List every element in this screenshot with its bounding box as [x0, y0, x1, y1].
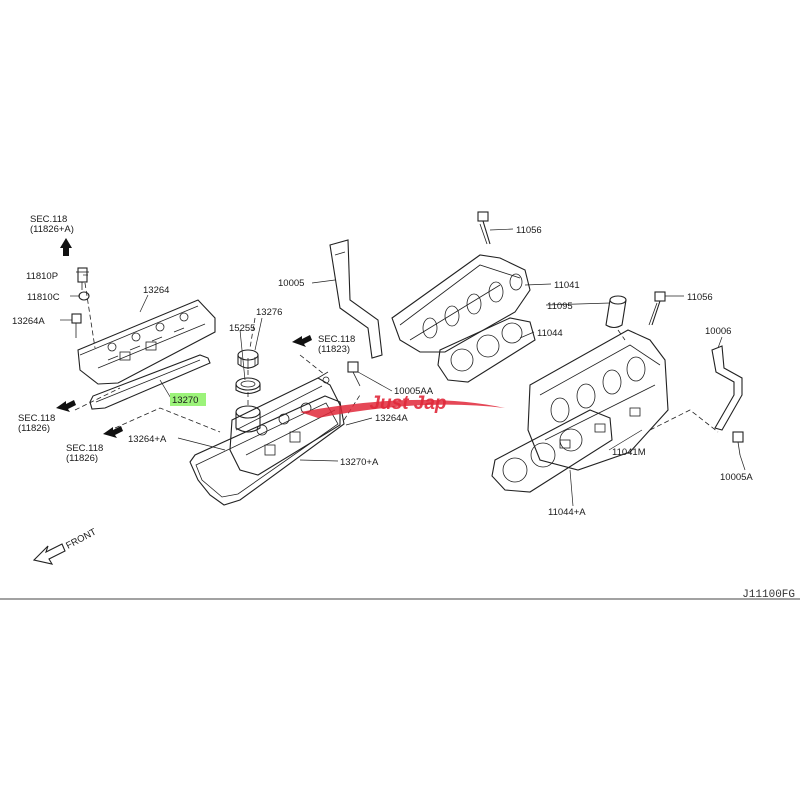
sec-arrow-left-1 — [56, 400, 76, 412]
label-10005A: 10005A — [720, 472, 753, 483]
front-label: FRONT — [64, 526, 98, 551]
leader-lines — [60, 228, 746, 507]
label-13270: 13270 — [172, 395, 198, 406]
label-10006: 10006 — [705, 326, 731, 337]
rocker-gasket-left — [89, 354, 211, 410]
bracket-10006 — [711, 345, 743, 431]
sec-top-line2: (11826+A) — [30, 224, 74, 235]
rocker-cover-middle — [229, 371, 341, 476]
plug-11095 — [605, 295, 627, 329]
filler-gasket-15255 — [235, 377, 261, 395]
label-11810C: 11810C — [27, 292, 60, 303]
watermark-text: Just Jap — [369, 393, 446, 414]
label-13270pA: 13270+A — [340, 457, 379, 468]
bolt-10005A — [732, 431, 744, 456]
sec-mid-line2: (11823) — [318, 344, 350, 355]
rocker-cover-left — [77, 299, 216, 385]
label-13264A-mid: 13264A — [375, 413, 408, 424]
label-15255: 15255 — [229, 323, 255, 334]
cylinder-head-11041M — [527, 329, 669, 471]
cylinder-head-11041 — [391, 254, 531, 353]
label-13264pA: 13264+A — [128, 434, 167, 445]
oil-filler-cap-13276 — [237, 349, 259, 369]
bolt-13264A-left — [71, 313, 82, 338]
label-11810P: 11810P — [26, 271, 58, 282]
label-13276: 13276 — [256, 307, 282, 318]
watermark-logo: Just Jap — [300, 393, 505, 418]
seal-11810C — [78, 291, 90, 301]
label-11056-top: 11056 — [516, 225, 542, 236]
label-11056-right: 11056 — [687, 292, 713, 303]
sec-arrow-mid — [292, 335, 312, 347]
label-11041M: 11041M — [612, 447, 646, 458]
front-arrow-icon — [32, 543, 66, 565]
rocker-gasket-middle — [189, 395, 345, 506]
head-gasket-11044pA — [491, 409, 613, 493]
label-11095: 11095 — [547, 301, 573, 312]
sec-left-1-line1: SEC.118 — [18, 413, 55, 424]
head-gasket-11044 — [437, 317, 536, 383]
label-10005AA: 10005AA — [394, 386, 434, 397]
sec-top-line1: SEC.118 — [30, 214, 67, 225]
label-13264A-left: 13264A — [12, 316, 45, 327]
sec-left-2-line1: SEC.118 — [66, 443, 103, 454]
head-bolt-11056-right — [648, 291, 666, 326]
bolt-10005AA — [347, 361, 361, 387]
label-10005: 10005 — [278, 278, 304, 289]
bracket-10005 — [329, 239, 383, 359]
label-13264: 13264 — [143, 285, 169, 296]
sec-left-2-line2: (11826) — [66, 453, 98, 464]
sec-mid-line1: SEC.118 — [318, 334, 355, 345]
label-11044pA: 11044+A — [548, 507, 586, 518]
label-11044: 11044 — [537, 328, 563, 339]
sec-arrow-left-2 — [103, 426, 123, 438]
filler-neck — [235, 405, 261, 433]
head-bolt-11056-top — [477, 211, 491, 245]
label-11041: 11041 — [554, 280, 580, 291]
drawing-code: J11100FG — [742, 589, 795, 601]
sec-arrow-top — [60, 238, 72, 256]
sec-left-1-line2: (11826) — [18, 423, 50, 434]
highlight-13270 — [170, 393, 206, 406]
sensor-11810P — [76, 267, 89, 290]
